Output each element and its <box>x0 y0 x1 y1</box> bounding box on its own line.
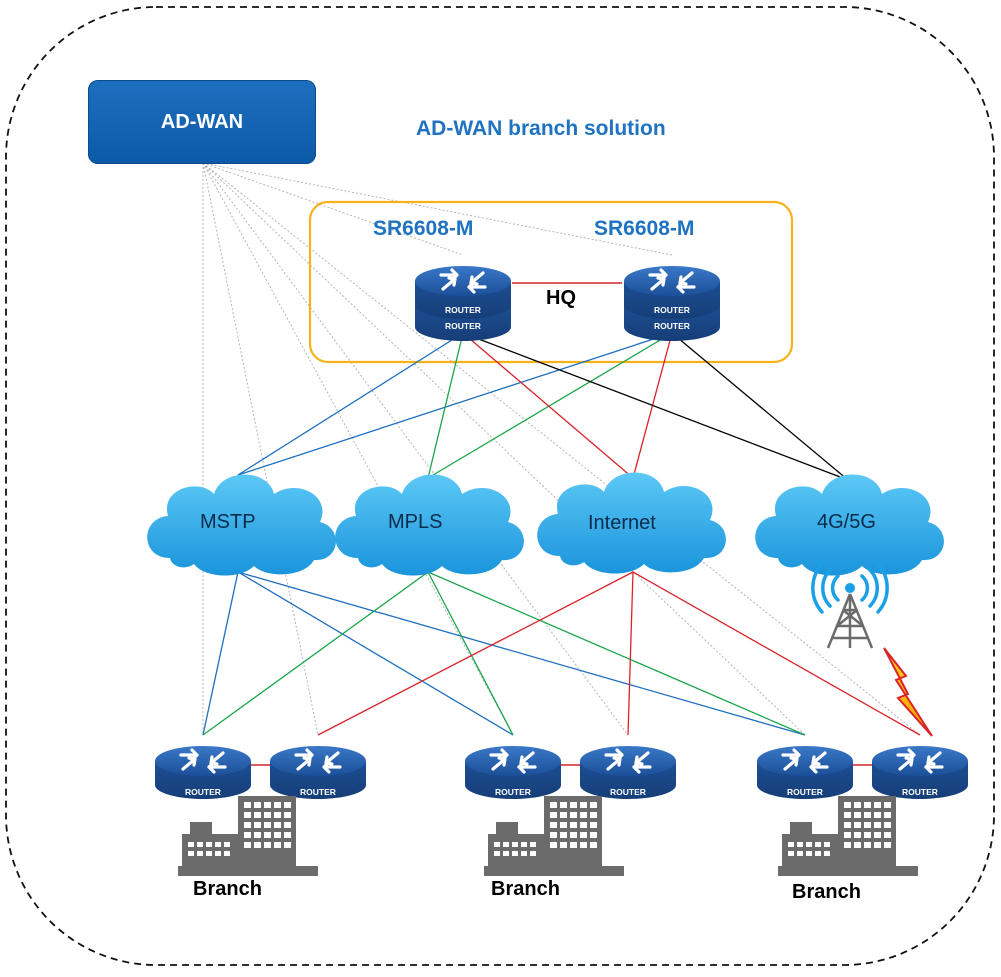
branch3-label: Branch <box>792 881 861 903</box>
branch2-label: Branch <box>491 878 560 900</box>
router-badge: ROUTER <box>185 787 221 797</box>
router-badge: ROUTER <box>654 305 690 315</box>
hq-site-box <box>308 200 794 364</box>
wireless-link-bolt <box>883 647 933 737</box>
cloud-mpls-label: MPLS <box>388 511 443 533</box>
router-badge: ROUTER <box>787 787 823 797</box>
solution-boundary <box>5 6 995 966</box>
router-badge: ROUTER <box>445 321 481 331</box>
cell-tower-icon <box>811 562 889 649</box>
hq-router-2-model: SR6608-M <box>594 217 695 240</box>
router-badge: ROUTER <box>610 787 646 797</box>
ad-wan-controller[interactable]: AD-WAN <box>88 80 316 164</box>
branch3-building-icon <box>778 796 918 876</box>
hq-label: HQ <box>546 287 576 309</box>
diagram-title: AD-WAN branch solution <box>416 117 666 140</box>
cloud-mstp-label: MSTP <box>200 511 256 533</box>
cloud-internet-label: Internet <box>588 512 656 534</box>
router-badge: ROUTER <box>300 787 336 797</box>
branch-uplinks <box>202 571 921 736</box>
hq-router-1-model: SR6608-M <box>373 217 474 240</box>
ad-wan-label: AD-WAN <box>160 110 244 133</box>
router-badge: ROUTER <box>902 787 938 797</box>
router-badge: ROUTER <box>654 321 690 331</box>
branch2-building-icon <box>484 796 624 876</box>
hq-uplinks <box>237 332 849 481</box>
cloud-4g5g-label: 4G/5G <box>817 511 876 533</box>
router-badge: ROUTER <box>495 787 531 797</box>
branch1-label: Branch <box>193 878 262 900</box>
branch1-building-icon <box>178 796 318 876</box>
management-links <box>202 162 921 736</box>
router-badge: ROUTER <box>445 305 481 315</box>
